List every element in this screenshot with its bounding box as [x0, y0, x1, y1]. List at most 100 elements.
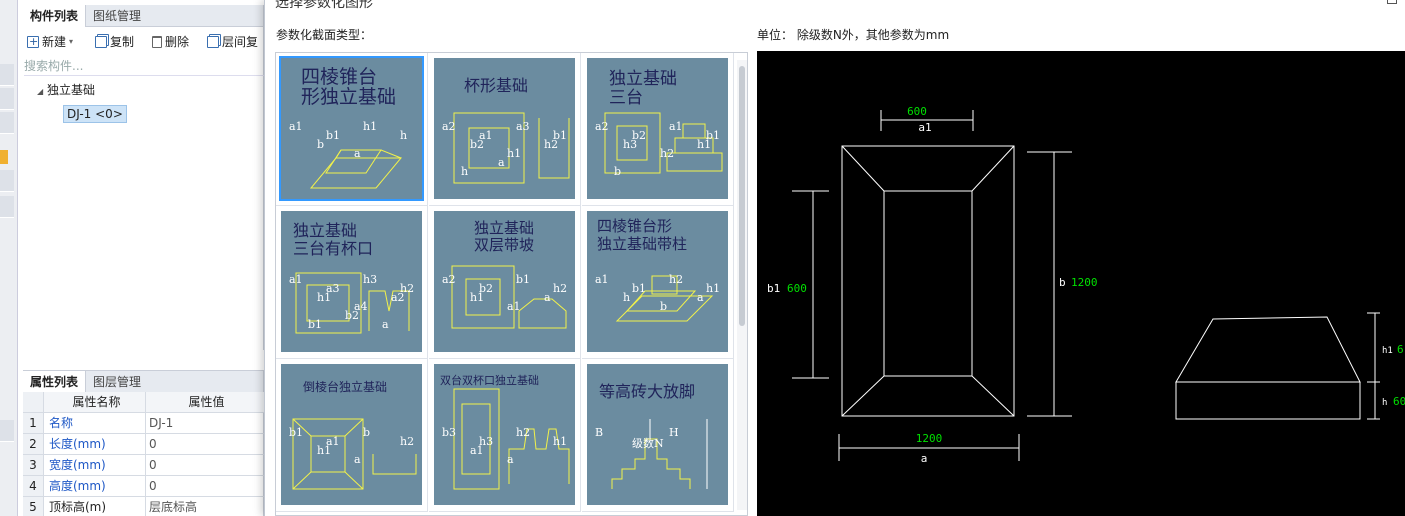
component-panel-tabs: 构件列表 图纸管理 [23, 5, 263, 27]
thumbnail-dim-label: a1 [595, 273, 609, 286]
thumbnail-dim-label: b2 [632, 129, 647, 142]
thumbnail-drawing [292, 418, 417, 490]
thumbnail-dim-label: 级数N [632, 437, 664, 450]
collapse-arrow-icon[interactable]: ◢ [37, 87, 44, 96]
thumbnail-dim-label: b [363, 426, 371, 439]
property-value[interactable]: 层底标高 [149, 500, 198, 514]
row-number: 3 [23, 455, 44, 475]
property-value[interactable]: 0 [149, 458, 157, 472]
thumbnail-dim-label: h3 [363, 273, 378, 286]
property-value[interactable]: 0 [149, 479, 157, 493]
thumbnail-dim-label: h1 [553, 435, 568, 448]
thumbnail-dim-label: h1 [706, 282, 721, 295]
maximize-icon[interactable] [1387, 0, 1397, 4]
dim-b1-label: b1 [767, 282, 780, 295]
new-button[interactable]: 新建 ▾ [27, 32, 73, 52]
thumbnail-dim-label: b2 [345, 309, 360, 322]
thumbnail-title: 三台有杯口 [293, 239, 374, 258]
thumbnail-dim-label: a2 [391, 291, 405, 304]
property-name: 高度(mm) [49, 479, 106, 493]
tab-component-list[interactable]: 构件列表 [23, 5, 87, 27]
thumbnail-title: 等高砖大放脚 [599, 382, 696, 401]
property-value[interactable]: 0 [149, 437, 157, 451]
thumbnail-dim-label: a2 [595, 120, 609, 133]
thumbnail-dim-label: a [498, 156, 505, 169]
thumbnail-dim-label: a3 [326, 282, 340, 295]
delete-label: 删除 [165, 35, 190, 49]
tab-drawing-management[interactable]: 图纸管理 [93, 9, 142, 23]
thumbnail-drawing [309, 149, 403, 189]
preview-side-base [1175, 381, 1361, 420]
delete-button[interactable]: 删除 [152, 32, 189, 52]
property-header-row: 属性名称 属性值 [23, 392, 264, 413]
tree-node-isolated-foundation[interactable]: ◢ 独立基础 [37, 81, 95, 99]
tab-layer-management[interactable]: 图层管理 [93, 375, 142, 389]
thumbnail-dim-label: h1 [317, 444, 332, 457]
thumbnail-title: 四棱锥台形 [597, 217, 673, 235]
thumbnail-dim-label: h2 [660, 147, 675, 160]
thumbnail-dim-label: a1 [326, 435, 340, 448]
preview-side-frustum [1175, 316, 1361, 383]
thumbnail-dim-label: a [697, 291, 704, 304]
layer-copy-icon [207, 36, 219, 48]
preview-inner-rect [883, 190, 973, 377]
dialog-title: 选择参数化图形 [275, 0, 373, 11]
new-icon [27, 32, 39, 52]
new-label: 新建 [42, 35, 67, 49]
dim-h1-value: 6 [1397, 343, 1404, 356]
tab-property-list[interactable]: 属性列表 [23, 371, 87, 393]
left-edge-toolbar [0, 0, 18, 516]
thumbnail-dim-label: b1 [326, 129, 341, 142]
tree-item-dj1[interactable]: DJ-1 <0> [63, 105, 127, 123]
thumbnail-drawing [451, 265, 567, 329]
thumbnail-dim-label: b1 [632, 282, 647, 295]
property-value[interactable]: DJ-1 [149, 416, 174, 430]
thumbnail-dim-label: b [660, 300, 668, 313]
row-number: 5 [23, 497, 44, 516]
row-number: 1 [23, 413, 44, 433]
copy-button[interactable]: 复制 [95, 32, 134, 52]
dim-a1-value: 600 [907, 105, 927, 118]
thumbnail-title: 独立基础 [293, 221, 358, 240]
thumbnail-title: 三台 [609, 88, 643, 108]
thumbnail-title: 独立基础带柱 [597, 235, 688, 253]
thumbnail-dim-label: a1 [507, 300, 521, 313]
thumbnail-dim-label: a1 [289, 120, 303, 133]
thumbnail-dim-label: h2 [400, 435, 415, 448]
type-label: 参数化截面类型： [276, 28, 373, 42]
dim-b1-value: 600 [787, 282, 807, 295]
thumbnail-drawing [295, 272, 410, 334]
component-search-input[interactable]: 搜索构件... [24, 56, 264, 76]
thumbnail-title: 独立基础 [474, 219, 535, 237]
trash-icon [152, 36, 162, 48]
dim-a1-label: a1 [918, 121, 931, 134]
thumbnail-dim-label: a1 [289, 273, 303, 286]
copy-label: 复制 [110, 35, 135, 49]
gallery-scroll-thumb[interactable] [739, 66, 745, 326]
layer-copy-button[interactable]: 层间复 [207, 32, 258, 52]
